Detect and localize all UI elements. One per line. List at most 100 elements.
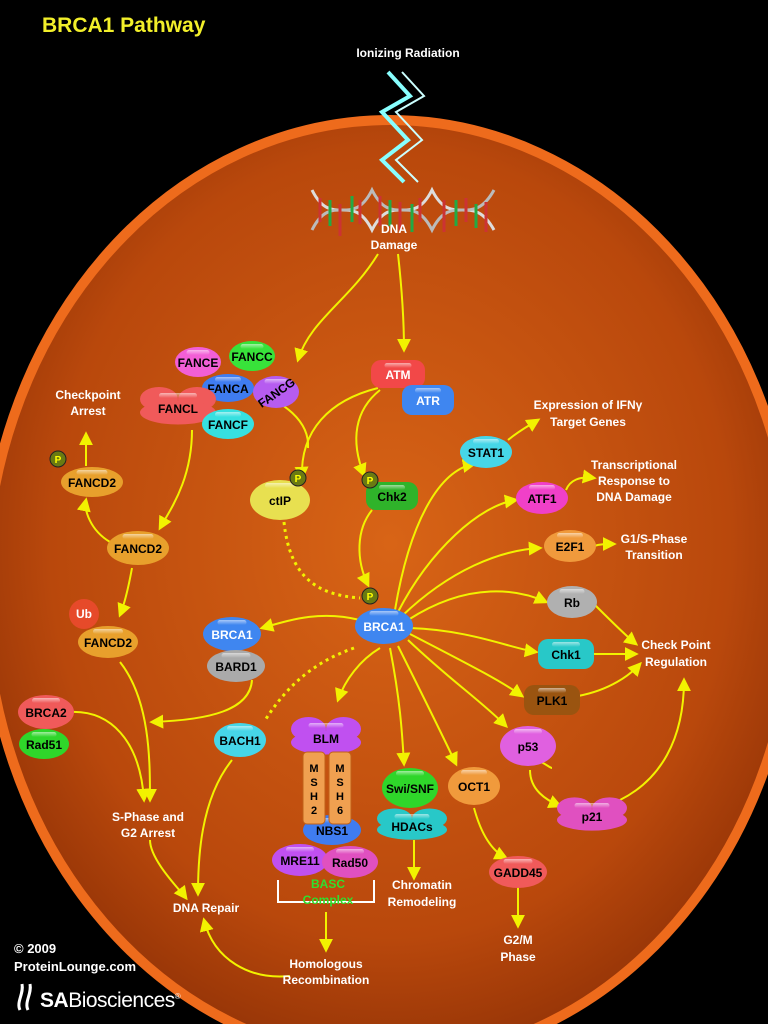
node-body bbox=[500, 726, 556, 766]
label-checkpoint-reg-1: Check Point bbox=[641, 638, 711, 652]
label-dna-damage-2: Damage bbox=[370, 238, 418, 252]
label-basc-1: BASC bbox=[310, 877, 345, 891]
node-body bbox=[272, 844, 328, 876]
protein-label: FANCE bbox=[178, 356, 219, 370]
protein-label: Rb bbox=[564, 596, 580, 610]
label-transcriptional-1: Transcriptional bbox=[590, 458, 678, 472]
protein-hdacs: HDACs bbox=[377, 808, 447, 840]
protein-e2f1: E2F1 bbox=[544, 530, 596, 562]
protein-atm: ATM bbox=[371, 360, 425, 388]
protein-label: GADD45 bbox=[494, 866, 543, 880]
phosphate-circle bbox=[49, 450, 67, 468]
protein-label: FANCD2 bbox=[68, 476, 116, 490]
protein-label: FANCF bbox=[208, 418, 248, 432]
node-highlight bbox=[473, 439, 499, 444]
label-g1s-1: G1/S-Phase bbox=[620, 532, 688, 546]
phosphate-circle bbox=[289, 469, 307, 487]
node-body bbox=[107, 531, 169, 565]
node-body bbox=[448, 767, 500, 805]
label-g1s-2: Transition bbox=[625, 548, 683, 562]
protein-brca2: BRCA2 bbox=[18, 695, 74, 729]
protein-label: Chk1 bbox=[551, 648, 581, 662]
node-body bbox=[377, 819, 447, 840]
protein-label: ATR bbox=[416, 394, 440, 408]
protein-swisnf: Swi/SNF bbox=[382, 768, 438, 808]
node-body bbox=[203, 617, 261, 651]
node-body bbox=[291, 730, 361, 755]
protein-rb: Rb bbox=[547, 586, 597, 618]
node-highlight bbox=[264, 379, 288, 384]
phosphate-label: P bbox=[367, 592, 374, 603]
node-highlight bbox=[31, 732, 57, 737]
protein-label: BRCA2 bbox=[25, 706, 67, 720]
label-ifn-2: Target Genes bbox=[550, 415, 626, 429]
protein-label: STAT1 bbox=[468, 446, 505, 460]
label-hr-2: Recombination bbox=[282, 973, 370, 987]
node-body bbox=[18, 695, 74, 729]
node-body bbox=[19, 729, 69, 759]
node-body bbox=[175, 347, 221, 377]
protein-stat1: STAT1 bbox=[460, 436, 512, 468]
label-checkpoint-arrest-1: Checkpoint bbox=[55, 388, 121, 402]
ubiquitin-circle bbox=[69, 599, 99, 629]
node-body bbox=[382, 768, 438, 808]
protein-label: HDACs bbox=[391, 820, 433, 834]
node-highlight bbox=[369, 611, 399, 616]
node-body bbox=[207, 650, 265, 682]
protein-bach1: BACH1 bbox=[214, 723, 266, 757]
dna-icon bbox=[310, 186, 496, 236]
node-body bbox=[202, 374, 254, 402]
phosphate-icon: P bbox=[361, 471, 379, 489]
node-body bbox=[140, 400, 216, 425]
label-g2m-2: Phase bbox=[500, 950, 536, 964]
node-body bbox=[524, 685, 580, 715]
node-body bbox=[538, 639, 594, 669]
copyright-site: ProteinLounge.com bbox=[14, 959, 137, 974]
protein-label: MRE11 bbox=[280, 854, 320, 868]
protein-rad51: Rad51 bbox=[19, 729, 69, 759]
protein-atr: ATR bbox=[402, 385, 454, 415]
node-body bbox=[328, 751, 352, 825]
label-checkpoint-arrest-2: Arrest bbox=[70, 404, 106, 418]
label-transcriptional-3: DNA Damage bbox=[596, 490, 672, 504]
node-body bbox=[322, 846, 378, 878]
node-body bbox=[402, 385, 454, 415]
sa-logo-icon bbox=[17, 983, 32, 1011]
node-highlight bbox=[557, 533, 583, 538]
protein-label: p53 bbox=[518, 740, 539, 754]
label-ionizing-radiation: Ionizing Radiation bbox=[356, 46, 460, 60]
phosphate-circle bbox=[361, 471, 379, 489]
node-highlight bbox=[286, 847, 314, 852]
node-highlight bbox=[308, 723, 344, 728]
protein-label: Rad51 bbox=[26, 738, 62, 752]
protein-fancl: FANCL bbox=[140, 387, 216, 425]
protein-fancd2-low: FANCD2 bbox=[78, 626, 138, 658]
phosphate-icon: P bbox=[289, 469, 307, 487]
node-body bbox=[253, 376, 299, 408]
protein-brca1-left: BRCA1 bbox=[203, 617, 261, 651]
node-highlight bbox=[379, 485, 405, 490]
protein-label: FANCL bbox=[158, 402, 198, 416]
node-highlight bbox=[384, 363, 412, 368]
node-highlight bbox=[265, 483, 295, 488]
node-highlight bbox=[32, 698, 60, 703]
protein-p53: p53 bbox=[500, 726, 556, 766]
label-dna-repair: DNA Repair bbox=[172, 901, 240, 915]
protein-chk1: Chk1 bbox=[538, 639, 594, 669]
protein-label: OCT1 bbox=[458, 780, 490, 794]
protein-p21: p21 bbox=[557, 797, 627, 831]
phosphate-label: P bbox=[367, 476, 374, 487]
node-body bbox=[229, 341, 275, 371]
logo-brand-rest: Biosciences bbox=[68, 989, 175, 1012]
page-title: BRCA1 Pathway bbox=[42, 14, 206, 37]
node-highlight bbox=[529, 485, 555, 490]
node-body bbox=[489, 856, 547, 888]
arrows bbox=[69, 253, 691, 978]
label-sphase-2: G2 Arrest bbox=[120, 826, 176, 840]
node-highlight bbox=[514, 729, 542, 734]
